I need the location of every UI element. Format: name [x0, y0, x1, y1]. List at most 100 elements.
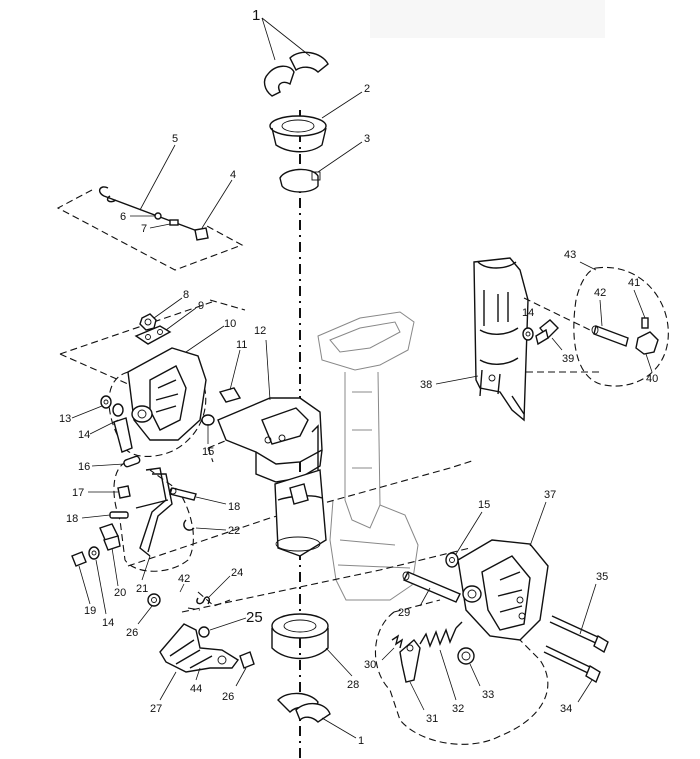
group-box-42-low: [187, 591, 231, 611]
part-6-7-fittings: [154, 212, 209, 241]
part-32-spring: [419, 621, 463, 648]
group-line-low: [181, 547, 471, 613]
leader-44: [195, 667, 201, 681]
part-5-rod: [98, 186, 201, 233]
part-8-nut: [139, 313, 157, 331]
label-33: 33: [482, 689, 494, 701]
leader-42-right: [599, 299, 603, 327]
part-41-pin: [641, 317, 649, 329]
leader-16: [91, 463, 125, 467]
leader-15-right: [455, 511, 483, 555]
part-24-spring: [196, 596, 211, 605]
leader-14-left: [89, 419, 119, 435]
part-29-shaft: [402, 571, 461, 603]
label-43: 43: [564, 249, 576, 261]
part-14-washer-right: [522, 327, 534, 341]
part-30-spring: [391, 634, 404, 649]
leader-38: [435, 375, 479, 385]
leader-43: [579, 261, 597, 271]
leader-7: [149, 223, 171, 229]
leader-12: [265, 339, 271, 401]
leader-25: [209, 617, 247, 631]
part-20-block: [99, 523, 121, 551]
label-38: 38: [420, 379, 432, 391]
leader-9: [165, 307, 197, 331]
part-25-nut: [198, 626, 210, 638]
part-1-retainer-bottom: [277, 692, 331, 723]
part-35-long-bolt: [549, 615, 609, 654]
label-44: 44: [190, 683, 202, 695]
label-26-a: 26: [126, 627, 138, 639]
part-2-bushing: [269, 115, 327, 153]
part-15-washer-right: [445, 552, 459, 568]
part-19-bolt: [71, 551, 87, 567]
label-8: 8: [183, 289, 189, 301]
label-29: 29: [398, 607, 410, 619]
leader-4: [201, 179, 233, 229]
part-10-stern-bracket: [127, 347, 215, 441]
leader-3: [317, 141, 363, 173]
group-circle-43: [573, 266, 669, 387]
label-15-right: 15: [478, 499, 490, 511]
label-1-bottom: 1: [358, 735, 364, 747]
part-33-knob: [457, 647, 475, 665]
part-22-clip: [183, 519, 195, 531]
label-20: 20: [114, 587, 126, 599]
part-14-bolt-left: [112, 403, 133, 453]
label-26-b: 26: [222, 691, 234, 703]
leader-21: [141, 555, 151, 581]
label-18-mid: 18: [228, 501, 240, 513]
group-box-4-7: [56, 189, 244, 271]
label-27: 27: [150, 703, 162, 715]
label-4: 4: [230, 169, 236, 181]
leader-40: [645, 353, 653, 373]
leader-5: [139, 144, 176, 211]
label-13: 13: [59, 413, 71, 425]
part-38-clamp-frame: [473, 257, 529, 422]
part-34-long-bolt: [543, 645, 601, 684]
leader-32: [439, 649, 457, 701]
label-42-right: 42: [594, 287, 606, 299]
leader-14-low: [95, 559, 107, 615]
part-40-knob: [635, 331, 659, 355]
leader-39: [551, 337, 563, 351]
part-11-plate: [218, 387, 242, 403]
part-26-bolt-b: [239, 651, 255, 669]
label-34: 34: [560, 703, 572, 715]
part-16-pin: [123, 455, 141, 468]
leader-27: [159, 671, 177, 701]
label-42-low: 42: [178, 573, 190, 585]
group-lines-43: [523, 297, 600, 373]
leader-18-left: [81, 514, 111, 519]
leader-30: [381, 647, 395, 661]
leader-19: [78, 565, 91, 605]
part-13-washer: [100, 395, 112, 409]
part-9-plate: [134, 325, 172, 345]
label-15-left: 15: [202, 446, 214, 458]
label-11: 11: [236, 339, 247, 351]
label-40: 40: [646, 373, 658, 385]
leader-1-top-a: [261, 17, 276, 61]
group-box-30-33: [374, 599, 549, 745]
label-6: 6: [120, 211, 126, 223]
label-12: 12: [254, 325, 266, 337]
header-strip: [370, 0, 605, 38]
label-10: 10: [224, 318, 236, 330]
part-21-clamp-lever: [135, 467, 173, 557]
leader-35: [579, 583, 597, 635]
part-39-bolt: [535, 319, 559, 346]
leader-41: [633, 289, 646, 319]
leader-10: [185, 325, 225, 353]
part-14-washer-low: [88, 546, 100, 560]
leader-29: [419, 587, 431, 607]
group-line-center: [127, 459, 476, 567]
label-32: 32: [452, 703, 464, 715]
leader-26-b: [235, 667, 247, 687]
part-17-screw: [117, 485, 131, 499]
leader-24: [207, 575, 231, 599]
leader-1-top-b: [261, 17, 311, 57]
leader-18-mid: [195, 496, 227, 505]
label-17: 17: [72, 487, 84, 499]
